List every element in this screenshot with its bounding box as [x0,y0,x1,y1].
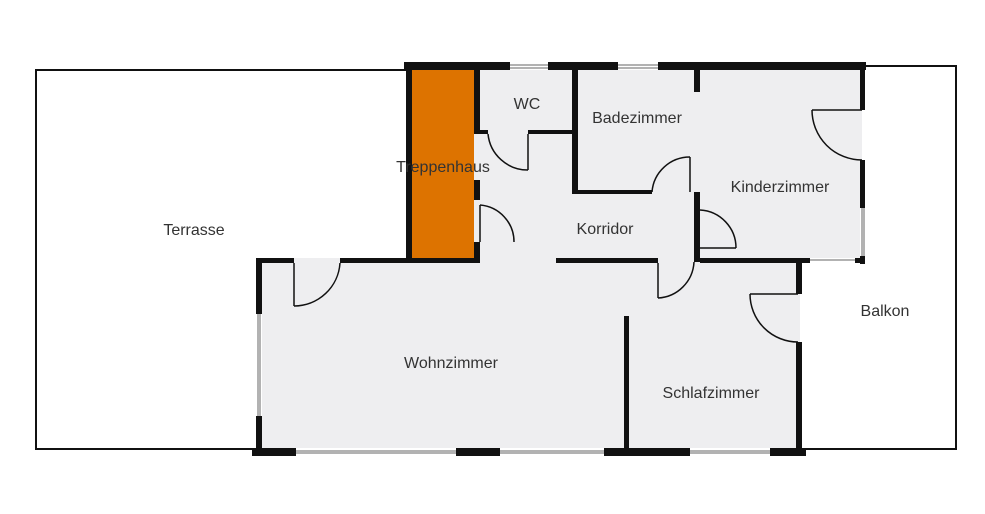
door-wc [487,133,529,171]
windows [256,62,865,456]
door-bad [651,156,691,193]
interior-floor [260,66,862,451]
doors [293,109,863,343]
room-label-wc: WC [514,96,541,113]
door-schlaf-balkon [749,293,799,343]
door-kinder-balkon [811,109,863,161]
room-label-korridor: Korridor [577,221,635,238]
room-label-wohnzimmer: Wohnzimmer [404,355,499,372]
door-kinder [699,209,737,249]
room-label-kinderzimmer: Kinderzimmer [731,179,830,196]
room-label-balkon: Balkon [861,303,910,320]
room-label-terrasse: Terrasse [163,222,224,239]
room-label-treppenhaus: Treppenhaus [396,159,490,176]
door-stair [479,204,515,243]
stairwell [412,70,474,259]
door-schlafzimmer [657,261,695,299]
room-label-badezimmer: Badezimmer [592,110,682,127]
room-label-schlafzimmer: Schlafzimmer [663,385,761,402]
door-wohnzimmer [293,262,341,307]
